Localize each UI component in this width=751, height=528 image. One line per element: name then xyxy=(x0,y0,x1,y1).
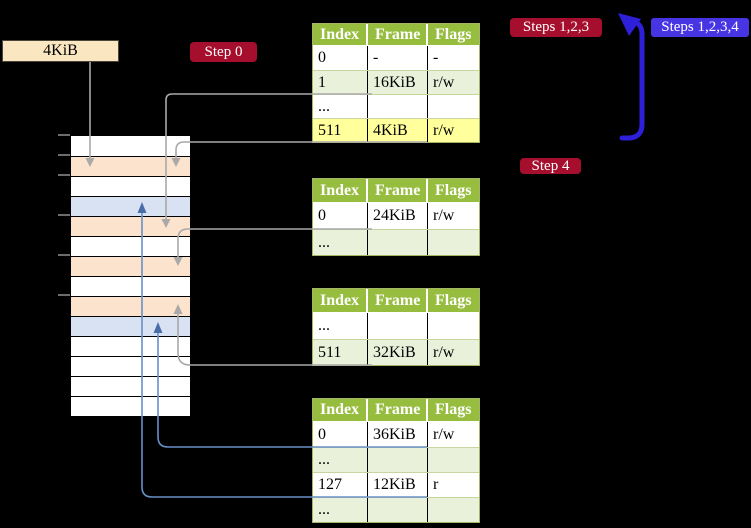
col-header-index: Index xyxy=(313,399,368,421)
cell-flags: r/w xyxy=(433,73,455,91)
table-row: 0 24KiB r/w xyxy=(313,203,479,229)
table-header-row: Index Frame Flags xyxy=(313,399,479,422)
cell-flags: r xyxy=(433,476,439,493)
memory-row-10-white xyxy=(71,336,190,356)
cell-index: 511 xyxy=(313,119,368,142)
memory-row-6-orange xyxy=(71,256,190,276)
table-row: 0 - - xyxy=(313,46,479,70)
cell-flags xyxy=(428,230,479,255)
page-table-4: Index Frame Flags 0 36KiB r/w ... 127 12… xyxy=(312,398,480,523)
page-table-3: Index Frame Flags ... 511 32KiB r/w xyxy=(312,288,480,366)
page-table-1: Index Frame Flags 0 - - 1 16KiB r/w ... … xyxy=(312,23,480,143)
physical-memory-column xyxy=(70,135,191,417)
memory-row-9-blue xyxy=(71,316,190,336)
cell-index: ... xyxy=(313,313,368,339)
table-row: 127 12KiB r xyxy=(313,472,479,497)
table-row: ... xyxy=(313,94,479,118)
cell-index: ... xyxy=(313,230,368,255)
col-header-flags: Flags xyxy=(428,24,479,45)
cell-index: ... xyxy=(313,448,368,472)
cell-frame: 4KiB xyxy=(368,119,428,142)
page-table-2: Index Frame Flags 0 24KiB r/w ... xyxy=(312,178,480,256)
loopback-arrow-head xyxy=(618,13,641,36)
cell-frame: 36KiB xyxy=(368,422,428,447)
address-ticks xyxy=(58,134,70,296)
memory-row-12-white xyxy=(71,376,190,396)
cell-index: 0 xyxy=(313,46,368,70)
loopback-arrow-shaft xyxy=(619,18,645,141)
col-header-index: Index xyxy=(313,289,368,312)
memory-row-0-white xyxy=(71,136,190,156)
cell-flags: r/w xyxy=(433,207,455,224)
col-header-flags: Flags xyxy=(428,399,479,421)
cell-flags xyxy=(428,313,479,339)
badge-step-4: Step 4 xyxy=(520,158,581,174)
memory-row-1-orange xyxy=(71,156,190,176)
cell-index: ... xyxy=(313,498,368,522)
col-header-flags: Flags xyxy=(428,289,479,312)
cell-frame xyxy=(368,230,428,255)
memory-row-4-orange xyxy=(71,216,190,236)
cell-flags: - xyxy=(433,49,439,66)
cell-index: 0 xyxy=(313,203,368,229)
cell-index: 1 xyxy=(313,71,368,94)
memory-row-7-white xyxy=(71,276,190,296)
col-header-frame: Frame xyxy=(368,289,428,312)
badge-steps-1-2-3: Steps 1,2,3 xyxy=(510,18,602,37)
cell-frame: 12KiB xyxy=(368,473,428,497)
cell-flags xyxy=(428,448,479,472)
table-row: 1 16KiB r/w xyxy=(313,70,479,94)
table-header-row: Index Frame Flags xyxy=(313,289,479,313)
col-header-index: Index xyxy=(313,24,368,45)
connector-pt1row511-to-frame4 xyxy=(175,141,427,158)
col-header-flags: Flags xyxy=(428,179,479,202)
cell-flags xyxy=(428,95,479,118)
memory-row-13-white xyxy=(71,396,190,416)
memory-row-5-white xyxy=(71,236,190,256)
table-row: ... xyxy=(313,229,479,255)
table-header-row: Index Frame Flags xyxy=(313,24,479,46)
cell-index: ... xyxy=(313,95,368,118)
table-row: 0 36KiB r/w xyxy=(313,422,479,447)
memory-row-2-white xyxy=(71,176,190,196)
cell-frame xyxy=(368,498,428,522)
cell-frame xyxy=(368,313,428,339)
cell-frame: 24KiB xyxy=(368,203,428,229)
cell-index: 511 xyxy=(313,340,368,365)
cell-frame xyxy=(368,448,428,472)
table-header-row: Index Frame Flags xyxy=(313,179,479,203)
cell-index: 0 xyxy=(313,422,368,447)
cell-flags: r/w xyxy=(433,425,455,443)
cell-frame xyxy=(368,95,428,118)
cell-frame: 16KiB xyxy=(368,71,428,94)
table-row: ... xyxy=(313,497,479,522)
table-row: 511 32KiB r/w xyxy=(313,339,479,365)
frame-size-label: 4KiB xyxy=(2,40,119,62)
col-header-frame: Frame xyxy=(368,399,428,421)
cell-flags: r/w xyxy=(433,343,455,361)
table-row-highlighted: 511 4KiB r/w xyxy=(313,118,479,142)
cell-frame: 32KiB xyxy=(368,340,428,365)
badge-steps-1-2-3-4: Steps 1,2,3,4 xyxy=(651,18,749,37)
col-header-index: Index xyxy=(313,179,368,202)
cell-frame: - xyxy=(368,46,428,70)
cell-flags: r/w xyxy=(433,121,455,139)
table-row: ... xyxy=(313,447,479,472)
badge-step-0: Step 0 xyxy=(190,42,257,62)
cell-index: 127 xyxy=(313,473,368,497)
memory-row-8-orange xyxy=(71,296,190,316)
col-header-frame: Frame xyxy=(368,179,428,202)
cell-flags xyxy=(428,498,479,522)
memory-row-3-blue xyxy=(71,196,190,216)
col-header-frame: Frame xyxy=(368,24,428,45)
memory-row-11-white xyxy=(71,356,190,376)
table-row: ... xyxy=(313,313,479,339)
